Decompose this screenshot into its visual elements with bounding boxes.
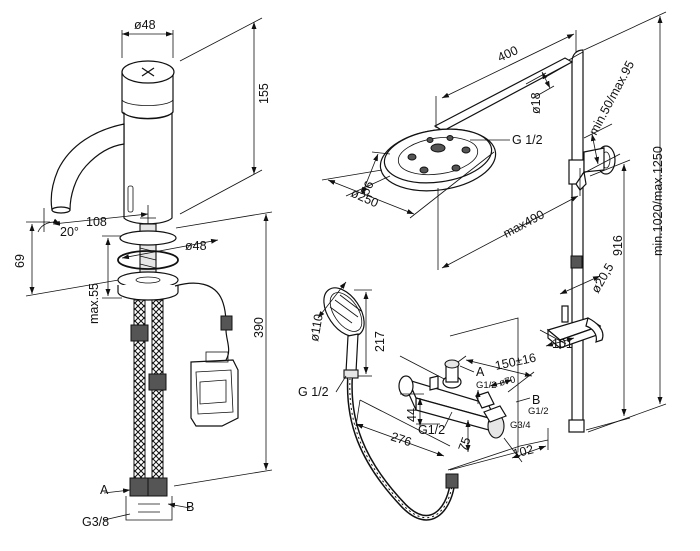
svg-text:G 1/2: G 1/2 — [298, 385, 329, 399]
dimension-75: 75 — [456, 420, 474, 453]
hand-shower — [323, 287, 365, 379]
svg-text:B: B — [532, 393, 540, 407]
label-g12-head: G 1/2 — [470, 133, 543, 147]
svg-text:102: 102 — [511, 442, 535, 461]
dimension-d48-mount: ø48 — [121, 238, 219, 260]
dimension-390: 390 — [173, 211, 273, 487]
svg-text:G1/2: G1/2 — [528, 406, 549, 417]
svg-text:44: 44 — [405, 408, 419, 422]
svg-text:G3/8: G3/8 — [82, 515, 109, 529]
svg-text:20°: 20° — [60, 225, 79, 239]
riser-pipe — [543, 49, 585, 433]
thermostatic-mixer — [398, 359, 507, 439]
dimension-276: 276 — [355, 399, 445, 457]
svg-text:G1/2: G1/2 — [476, 380, 497, 391]
svg-text:108: 108 — [86, 215, 107, 229]
connection-labels-shower: A G1/2 B G1/2 G3/4 — [459, 365, 549, 431]
shower-system-view: 400 ø18 G 1/2 56 ø250 — [298, 11, 667, 521]
svg-text:276: 276 — [389, 430, 413, 450]
basin-mixer-view: ø48 155 — [13, 17, 273, 529]
svg-text:A: A — [476, 365, 485, 379]
mixer-cap — [121, 60, 175, 120]
dimension-217: 217 — [354, 289, 387, 377]
svg-text:390: 390 — [252, 317, 266, 338]
svg-text:min.1020/max.1250: min.1020/max.1250 — [651, 146, 665, 256]
svg-text:G1/2: G1/2 — [418, 423, 445, 437]
dimension-400: 400 — [435, 30, 577, 128]
svg-text:ø20,5: ø20,5 — [588, 261, 616, 296]
svg-text:G 1/2: G 1/2 — [512, 133, 543, 147]
svg-text:min.50/max.95: min.50/max.95 — [586, 58, 637, 137]
svg-text:A: A — [100, 483, 109, 497]
svg-text:ø110: ø110 — [307, 313, 326, 343]
svg-text:217: 217 — [373, 331, 387, 352]
svg-text:155: 155 — [257, 83, 271, 104]
svg-text:max.55: max.55 — [87, 283, 101, 324]
connection-labels-basin: A B G3/8 — [82, 483, 194, 529]
mounting-kit — [117, 223, 179, 301]
svg-text:150±16: 150±16 — [494, 351, 538, 373]
dimension-102: 102 — [503, 428, 549, 463]
head-shower — [379, 128, 497, 192]
dimension-150: 150±16 — [457, 351, 538, 393]
label-g12-hand: G 1/2 — [298, 375, 347, 399]
dimension-155: 155 — [179, 17, 271, 215]
shower-arm — [433, 57, 574, 132]
sensor-cable — [174, 282, 233, 361]
dimension-d18: ø18 — [525, 71, 555, 114]
dimension-69: 69 — [13, 221, 131, 297]
dimension-total-height: min.1020/max.1250 — [583, 11, 667, 433]
svg-text:916: 916 — [611, 235, 625, 256]
sensor-box — [190, 351, 239, 427]
mixer-spout — [50, 123, 125, 214]
svg-text:ø48: ø48 — [134, 18, 156, 32]
svg-text:ø250: ø250 — [349, 186, 381, 210]
svg-text:75: 75 — [456, 435, 474, 453]
svg-text:101: 101 — [552, 337, 573, 351]
svg-text:ø70: ø70 — [498, 374, 517, 389]
svg-text:max490: max490 — [501, 207, 547, 240]
dimension-d70: ø70 — [489, 374, 517, 389]
svg-text:69: 69 — [13, 254, 27, 268]
hand-shower-holder: 101 — [545, 305, 604, 351]
dimension-max55: max.55 — [87, 235, 122, 324]
svg-text:G3/4: G3/4 — [510, 420, 531, 431]
flexible-hoses — [125, 299, 173, 521]
dimension-d205: ø20,5 — [559, 261, 617, 296]
svg-text:ø18: ø18 — [529, 92, 543, 114]
svg-text:ø48: ø48 — [185, 239, 207, 253]
dimension-d48-top: ø48 — [121, 18, 174, 58]
dimension-d110: ø110 — [307, 281, 347, 343]
shower-hose — [346, 377, 459, 521]
svg-text:B: B — [186, 500, 194, 514]
dimension-916: 916 — [585, 159, 631, 431]
dimension-angle-20: 20° — [37, 208, 79, 239]
